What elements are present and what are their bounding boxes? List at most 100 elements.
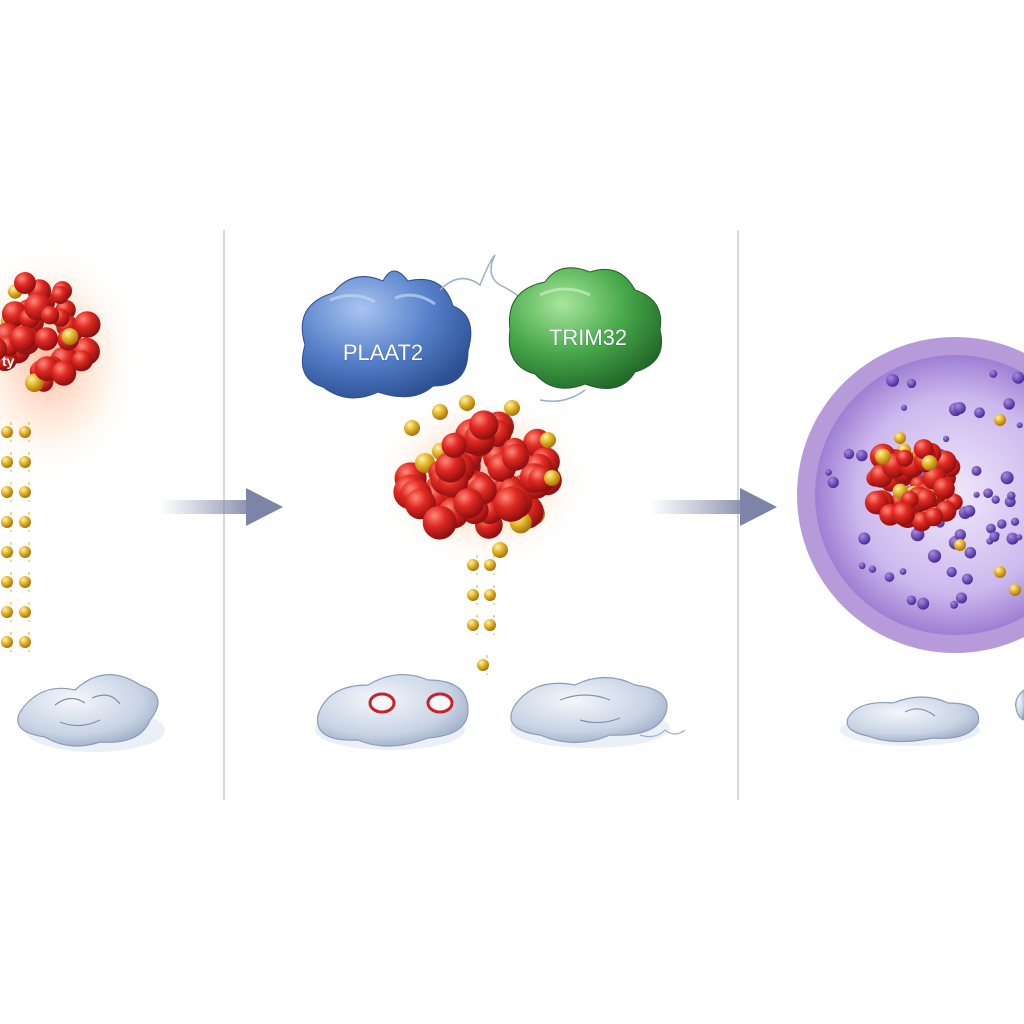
ubiquitin-bead — [504, 400, 520, 416]
lysosome-particle — [899, 568, 907, 575]
panel-3 — [797, 337, 1024, 746]
plaat2-protein: PLAAT2 — [301, 270, 472, 399]
membrane-cluster — [510, 676, 686, 748]
ubiquitin-bead — [19, 486, 31, 498]
ubiquitin-bead — [484, 559, 496, 571]
lysosome-particle — [1007, 491, 1016, 500]
lysosome-particle — [950, 600, 959, 609]
lysosome-particle — [827, 476, 839, 488]
arrow-step-1 — [160, 488, 283, 526]
ubiquitin-bead — [477, 659, 489, 671]
aggregate-bead — [453, 488, 484, 519]
lysosome-particle — [989, 369, 998, 378]
aggregate-bead — [469, 410, 499, 440]
membrane-cluster-edge — [1015, 689, 1024, 721]
lysosome-particle — [983, 488, 993, 499]
ubiquitin-bead — [994, 566, 1006, 578]
ubiquitin-bead — [19, 456, 31, 468]
panel-1: ty — [0, 240, 165, 752]
interaction-squiggle-lower — [539, 389, 586, 402]
lysosome-particle — [886, 373, 899, 387]
ubiquitin-bead — [432, 404, 448, 420]
aggregate-bead — [924, 507, 944, 527]
ubiquitin-bead — [492, 542, 508, 558]
lysosome-particle — [868, 565, 877, 573]
lysosome-particle — [906, 595, 917, 606]
ubiquitin-chain — [1, 422, 31, 652]
ubiquitin-bead — [540, 432, 556, 448]
ubiquitin-bead — [1, 456, 13, 468]
lysosome-particle — [856, 449, 868, 462]
ubiquitin-bead — [1, 546, 13, 558]
lysosome-particle — [989, 531, 1000, 542]
lysosome-particle — [971, 465, 982, 476]
trim32-protein: TRIM32 — [508, 267, 662, 389]
ubiquitin-bead — [467, 589, 479, 601]
membrane-cluster — [17, 674, 165, 752]
lysosome-particle — [900, 404, 908, 411]
lysosome-particle — [986, 523, 996, 534]
lysosome-particle — [955, 592, 968, 604]
lysosome-particle — [942, 435, 950, 443]
ubiquitin-bead — [1, 576, 13, 588]
ubiquitinated-aggregate — [393, 395, 562, 558]
ubiquitin-bead — [1, 516, 13, 528]
ubiquitin-bead — [921, 455, 938, 471]
aggregate-bead — [72, 350, 93, 371]
ubiquitin-bead — [19, 516, 31, 528]
lysosome-particle — [906, 378, 917, 389]
membrane-cluster — [840, 696, 980, 746]
arrow-step-2 — [650, 488, 777, 526]
ubiquitin-bead — [1, 606, 13, 618]
lysosome-particle — [1000, 471, 1014, 485]
ubiquitin-bead — [19, 546, 31, 558]
lysosome-particle — [991, 495, 1000, 504]
ubiquitin-bead — [404, 420, 420, 436]
degrading-aggregate — [864, 414, 1021, 596]
damage-site-marker — [426, 692, 454, 714]
ubiquitin-bead — [994, 414, 1006, 426]
aggregate-bead — [51, 360, 77, 386]
lysosome-particle — [963, 505, 976, 517]
lysosome-particle — [917, 597, 930, 610]
aggregate-bead — [40, 306, 60, 325]
ubiquitin-bead — [1, 636, 13, 648]
ubiquitin-bead — [484, 589, 496, 601]
panel-2: PLAAT2 TRIM32 — [301, 254, 686, 750]
aggregate-bead — [0, 338, 8, 360]
ubiquitin-bead — [61, 328, 79, 345]
ubiquitin-bead — [459, 395, 475, 411]
aggregate-bead — [34, 327, 58, 351]
lysosome-particle — [1012, 371, 1024, 384]
lysosome-particle — [1003, 398, 1015, 410]
aggregate-bead — [434, 451, 466, 483]
lysosome-particle — [825, 469, 832, 476]
aggregate-bead — [441, 432, 467, 458]
ubiquitin-bead — [875, 448, 891, 465]
lysosome-particle — [961, 573, 973, 585]
lysosome-particle — [946, 566, 957, 578]
lysosome-particle — [1010, 517, 1020, 526]
ubiquitin-chain — [467, 555, 496, 675]
ubiquitin-bead — [1, 426, 13, 438]
aggregate-label-fragment: ty — [2, 353, 15, 369]
lysosome-particle — [964, 546, 977, 559]
aggregate-bead — [913, 439, 934, 460]
lysosome-particle — [884, 572, 895, 582]
ubiquitin-bead — [1009, 584, 1021, 596]
lysosome-particle — [858, 562, 866, 570]
ubiquitin-bead — [19, 606, 31, 618]
membrane-cluster-damaged — [315, 673, 469, 750]
lysosome-particle — [997, 519, 1007, 529]
aggregate-bead — [915, 488, 937, 510]
ubiquitin-bead — [544, 470, 560, 486]
lysosome-particle — [858, 532, 871, 545]
lysosome-particle — [1016, 422, 1023, 429]
ubiquitin-bead — [467, 559, 479, 571]
lysosome-particle — [1016, 534, 1023, 541]
protein-aggregate — [0, 272, 101, 393]
ubiquitin-bead — [954, 539, 966, 551]
lysosome-particle — [843, 448, 855, 460]
aggregate-bead — [73, 311, 101, 338]
